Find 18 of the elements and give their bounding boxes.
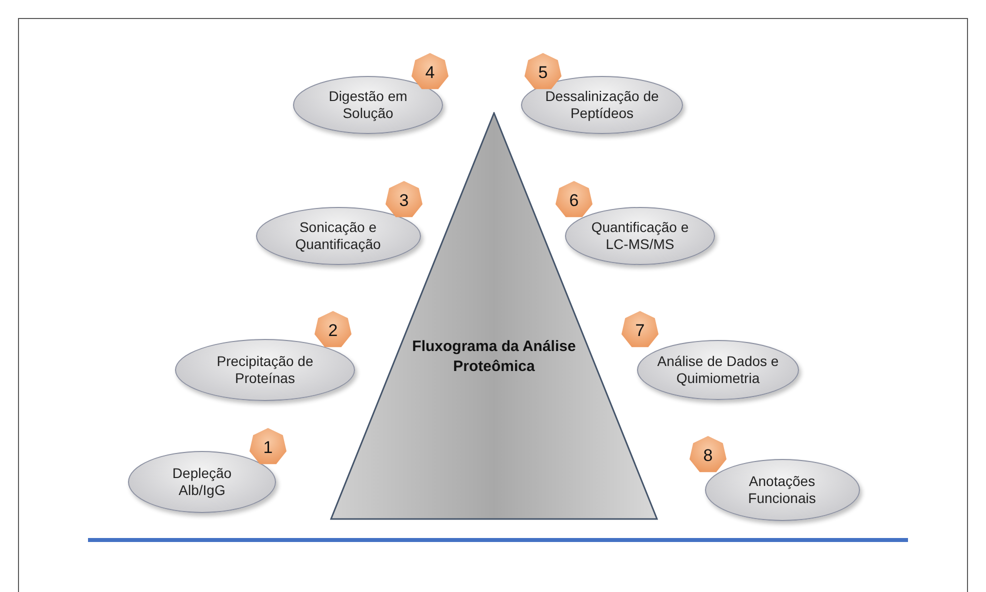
step-number: 1 — [249, 428, 287, 466]
step-ellipse — [256, 207, 420, 265]
step-number: 8 — [689, 436, 727, 474]
step-number: 3 — [385, 181, 423, 219]
step-number: 7 — [621, 311, 659, 349]
step-label: Análise de Dados e Quimiometria — [657, 353, 779, 387]
step-number: 2 — [314, 311, 352, 349]
step-label: Precipitação de Proteínas — [216, 353, 314, 387]
step-number: 4 — [411, 53, 449, 91]
step-label: Anotações Funcionais — [747, 473, 817, 507]
step-number: 5 — [524, 53, 562, 91]
step-label: Digestão em Solução — [328, 88, 408, 122]
step-label: Dessalinização de Peptídeos — [544, 88, 660, 122]
step-number: 6 — [555, 181, 593, 219]
step-label: Quantificação e LC-MS/MS — [590, 219, 690, 253]
triangle-title: Fluxograma da Análise Proteômica — [411, 337, 577, 376]
step-label: Sonicação e Quantificação — [294, 219, 382, 253]
step-label: Depleção Alb/IgG — [171, 465, 233, 499]
